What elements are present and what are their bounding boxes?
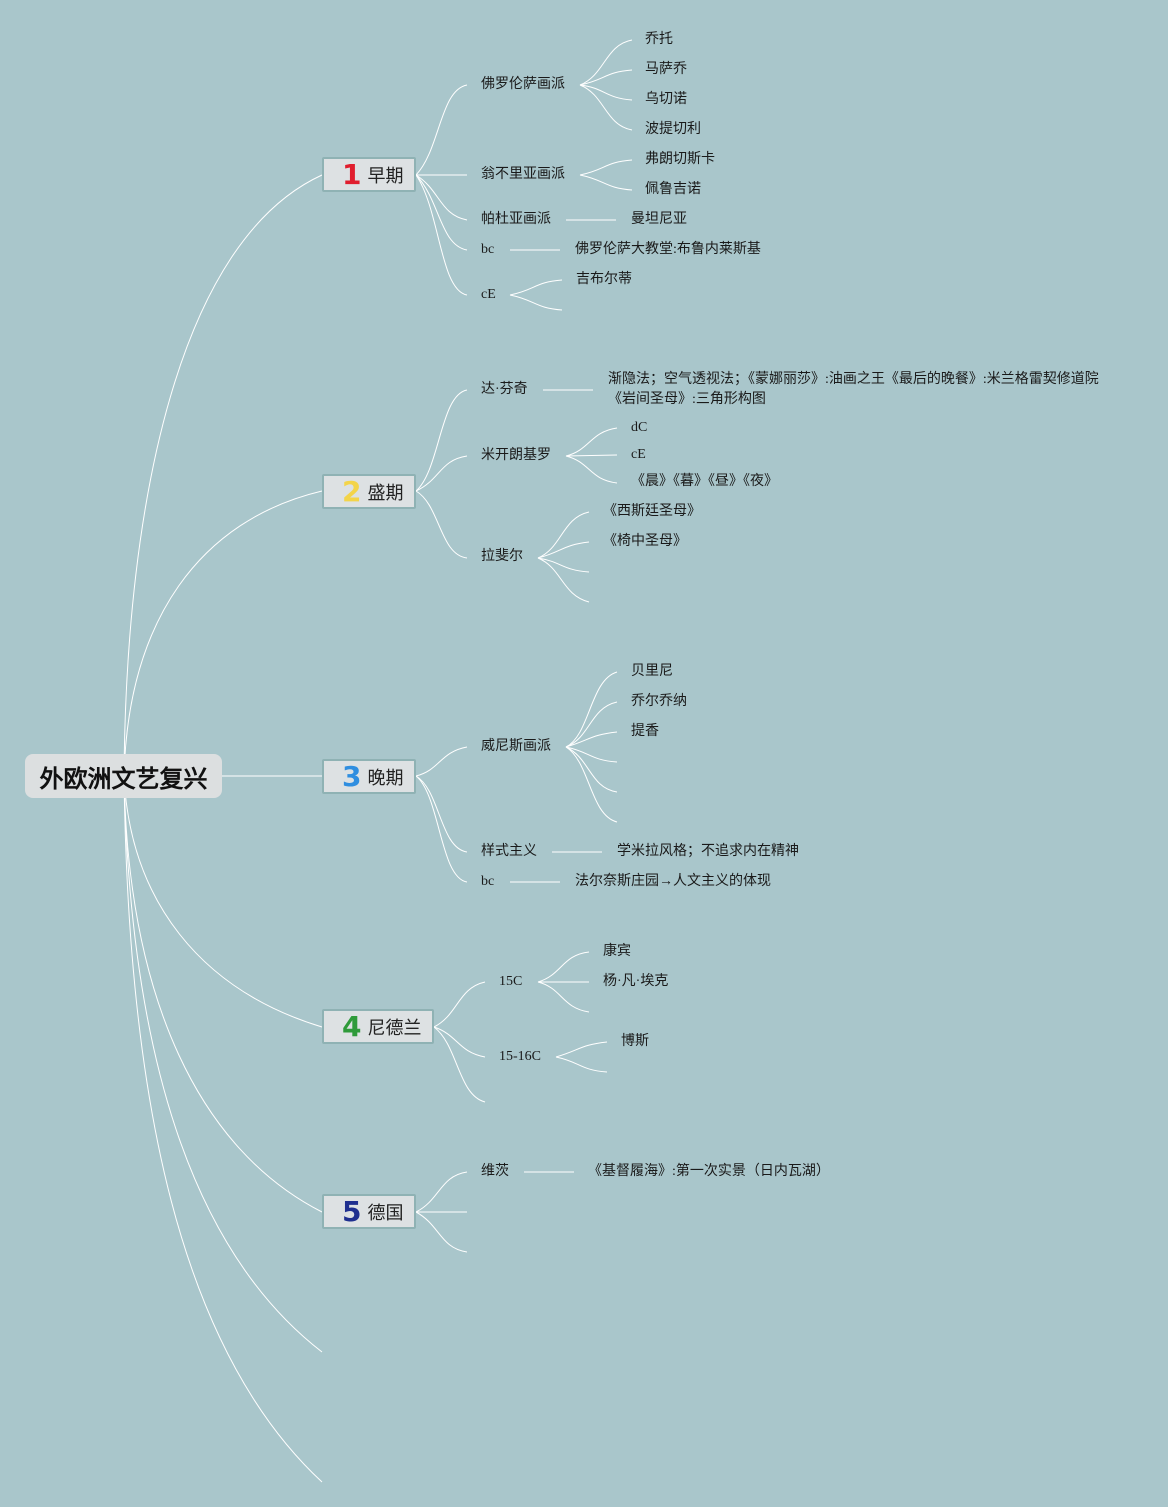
topic-witz[interactable]: 维茨 xyxy=(481,1164,509,1179)
number-2-icon: 2 xyxy=(342,474,362,508)
number-4-icon: 4 xyxy=(342,1009,362,1043)
topic-davinci[interactable]: 达·芬奇 xyxy=(481,382,528,397)
topic-titian[interactable]: 提香 xyxy=(631,724,659,739)
root-label: 外欧洲文艺复兴 xyxy=(39,764,208,793)
link-root-germany xyxy=(123,775,323,1213)
topic-bellini[interactable]: 贝里尼 xyxy=(631,664,673,679)
topic-mannerism-desc[interactable]: 学米拉风格；不追求内在精神 xyxy=(617,844,799,859)
topic-van-eyck[interactable]: 杨·凡·埃克 xyxy=(603,974,669,989)
topic-15-16c[interactable]: 15-16C xyxy=(499,1049,541,1064)
topic-botticelli[interactable]: 波提切利 xyxy=(645,122,701,137)
topic-michelangelo[interactable]: 米开朗基罗 xyxy=(481,448,551,463)
link-root-high xyxy=(123,490,323,777)
topic-sistine-madonna[interactable]: 《西斯廷圣母》 xyxy=(603,504,701,519)
branch-label: 德国 xyxy=(367,1202,404,1224)
link-root-empty2 xyxy=(123,775,323,1483)
number-5-icon: 5 xyxy=(342,1194,362,1228)
topic-davinci-works-2[interactable]: 《岩间圣母》:三角形构图 xyxy=(608,392,766,407)
topic-early-bc[interactable]: bc xyxy=(481,242,495,257)
topic-campin[interactable]: 康宾 xyxy=(603,944,631,959)
root-topic[interactable]: 外欧洲文艺复兴 xyxy=(25,754,222,798)
branch-early[interactable]: 1 早期 xyxy=(322,157,416,192)
topic-perugino[interactable]: 佩鲁吉诺 xyxy=(645,182,701,197)
topic-umbria[interactable]: 翁不里亚画派 xyxy=(481,167,565,182)
topic-raphael[interactable]: 拉斐尔 xyxy=(481,549,523,564)
topic-michelangelo-ce[interactable]: cE xyxy=(631,447,646,462)
topic-giotto[interactable]: 乔托 xyxy=(645,32,673,47)
topic-farnese[interactable]: 法尔奈斯庄园→人文主义的体现 xyxy=(575,874,771,889)
topic-michelangelo-sculptures[interactable]: 《晨》《暮》《昼》《夜》 xyxy=(631,474,778,489)
topic-madonna-chair[interactable]: 《椅中圣母》 xyxy=(603,534,687,549)
link-root-empty1 xyxy=(123,775,323,1353)
topic-early-ce[interactable]: cE xyxy=(481,287,496,302)
topic-ghiberti[interactable]: 吉布尔蒂 xyxy=(576,272,632,287)
link-root-netherlands xyxy=(123,775,323,1028)
topic-bosch[interactable]: 博斯 xyxy=(621,1034,649,1049)
link-root-early xyxy=(123,174,323,777)
topic-francesca[interactable]: 弗朗切斯卡 xyxy=(645,152,715,167)
branch-late[interactable]: 3 晚期 xyxy=(322,759,416,794)
topic-mantegna[interactable]: 曼坦尼亚 xyxy=(631,212,687,227)
topic-giorgione[interactable]: 乔尔乔纳 xyxy=(631,694,687,709)
topic-florence[interactable]: 佛罗伦萨画派 xyxy=(481,77,565,92)
topic-masaccio[interactable]: 马萨乔 xyxy=(645,62,687,77)
topic-padua[interactable]: 帕杜亚画派 xyxy=(481,212,551,227)
topic-late-bc[interactable]: bc xyxy=(481,874,495,889)
branch-label: 晚期 xyxy=(367,767,404,789)
topic-davinci-works-1[interactable]: 渐隐法；空气透视法；《蒙娜丽莎》:油画之王《最后的晚餐》:米兰格雷契修道院 xyxy=(608,372,1099,387)
branch-high[interactable]: 2 盛期 xyxy=(322,474,416,509)
topic-michelangelo-dc[interactable]: dC xyxy=(631,420,648,435)
branch-netherlands[interactable]: 4 尼德兰 xyxy=(322,1009,434,1044)
topic-mannerism[interactable]: 样式主义 xyxy=(481,844,537,859)
branch-label: 尼德兰 xyxy=(367,1017,422,1039)
branch-label: 早期 xyxy=(367,165,404,187)
number-3-icon: 3 xyxy=(342,759,362,793)
topic-miraculous-draught[interactable]: 《基督履海》:第一次实景（日内瓦湖） xyxy=(588,1164,830,1179)
topic-venice[interactable]: 威尼斯画派 xyxy=(481,739,551,754)
topic-florence-cathedral[interactable]: 佛罗伦萨大教堂:布鲁内莱斯基 xyxy=(575,242,761,257)
number-1-icon: 1 xyxy=(342,157,362,191)
topic-uccello[interactable]: 乌切诺 xyxy=(645,92,687,107)
branch-germany[interactable]: 5 德国 xyxy=(322,1194,416,1229)
branch-label: 盛期 xyxy=(367,482,404,504)
topic-15c[interactable]: 15C xyxy=(499,974,523,989)
